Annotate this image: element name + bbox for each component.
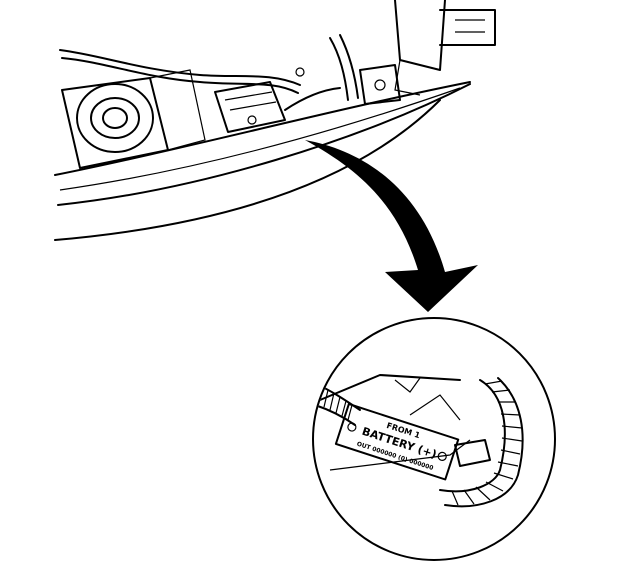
corrugated-cable-right	[439, 377, 524, 508]
cable-clamp	[454, 439, 491, 467]
fender-edge-lower	[54, 99, 441, 241]
engine-compartment	[54, 0, 496, 241]
detail-structure-top	[319, 374, 461, 401]
harness-upper	[59, 49, 301, 86]
conduit-vertical-right	[339, 34, 359, 99]
bolt-icon	[295, 67, 305, 77]
fender-crease	[59, 87, 461, 191]
callout-arrow	[305, 140, 478, 312]
fender-edge-middle	[57, 83, 471, 206]
cable-label-tag: FROM 1 BATTERY (+) OUT 000000 (0) 000000	[334, 402, 460, 481]
headlamp-housing	[61, 69, 206, 169]
mount-bracket	[359, 0, 496, 105]
battery-cable-connector	[214, 81, 341, 133]
conduit-vertical-left	[329, 37, 349, 101]
detail-magnifier: FROM 1 BATTERY (+) OUT 000000 (0) 000000	[312, 317, 556, 561]
bolt-icon	[247, 115, 257, 125]
